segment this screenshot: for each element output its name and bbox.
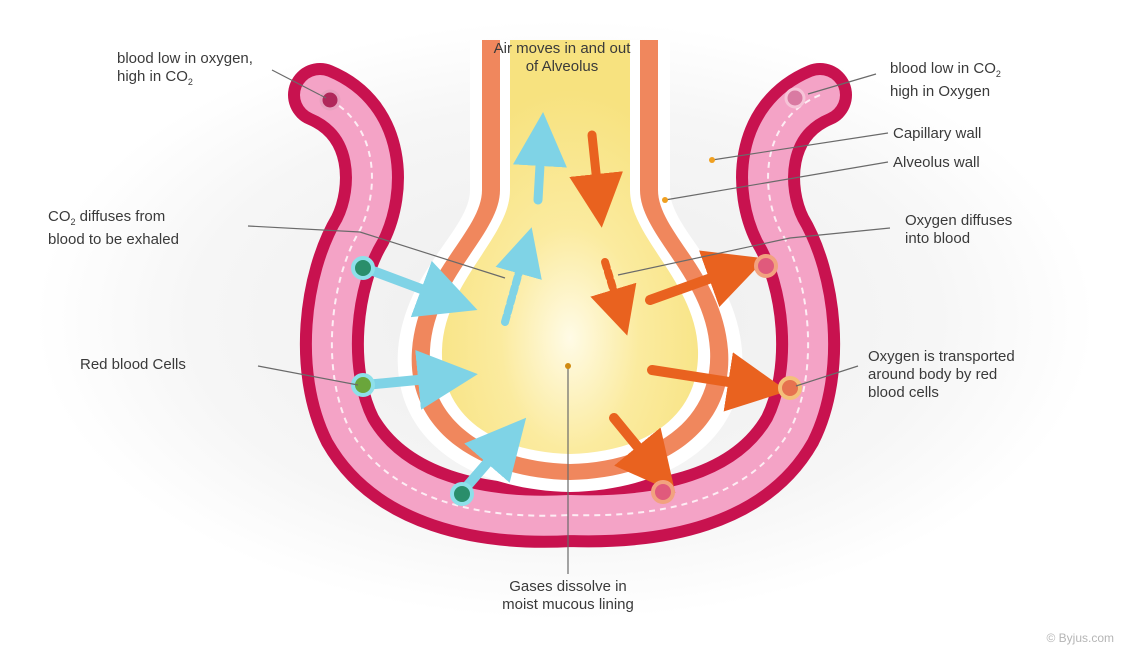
rbc-o2-1 xyxy=(756,256,776,276)
label-alveolus-wall: Alveolus wall xyxy=(893,154,980,172)
rbc-co2-3 xyxy=(452,484,472,504)
label-red-blood-cells: Red blood Cells xyxy=(80,356,186,374)
label-gases-dissolve: Gases dissolve in moist mucous lining xyxy=(458,578,678,614)
leader-dot-capillary xyxy=(709,157,715,163)
watermark: © Byjus.com xyxy=(1046,631,1114,645)
rbc-o2-2 xyxy=(780,378,800,398)
rbc-co2-1 xyxy=(353,258,373,278)
label-blood-low-co2: blood low in CO2 high in Oxygen xyxy=(890,60,1001,101)
leader-dot-gases xyxy=(565,363,571,369)
rbc-o2-3 xyxy=(653,482,673,502)
label-oxygen-diffuses: Oxygen diffuses into blood xyxy=(905,212,1012,248)
leader-dot-alveolus xyxy=(662,197,668,203)
label-oxygen-transported: Oxygen is transported around body by red… xyxy=(868,348,1015,402)
label-air-moves: Air moves in and out of Alveolus xyxy=(452,40,672,76)
rbc-top-left xyxy=(321,91,339,109)
rbc-top-right xyxy=(786,89,804,107)
co2-arrow-exhale xyxy=(538,148,541,200)
co2-arrow-2 xyxy=(365,378,438,385)
label-capillary-wall: Capillary wall xyxy=(893,125,981,143)
label-co2-diffuses: CO2 diffuses from blood to be exhaled xyxy=(48,208,179,249)
oxygen-arrow-inhale xyxy=(592,135,598,192)
label-blood-low-oxygen: blood low in oxygen, high in CO2 xyxy=(117,50,253,91)
